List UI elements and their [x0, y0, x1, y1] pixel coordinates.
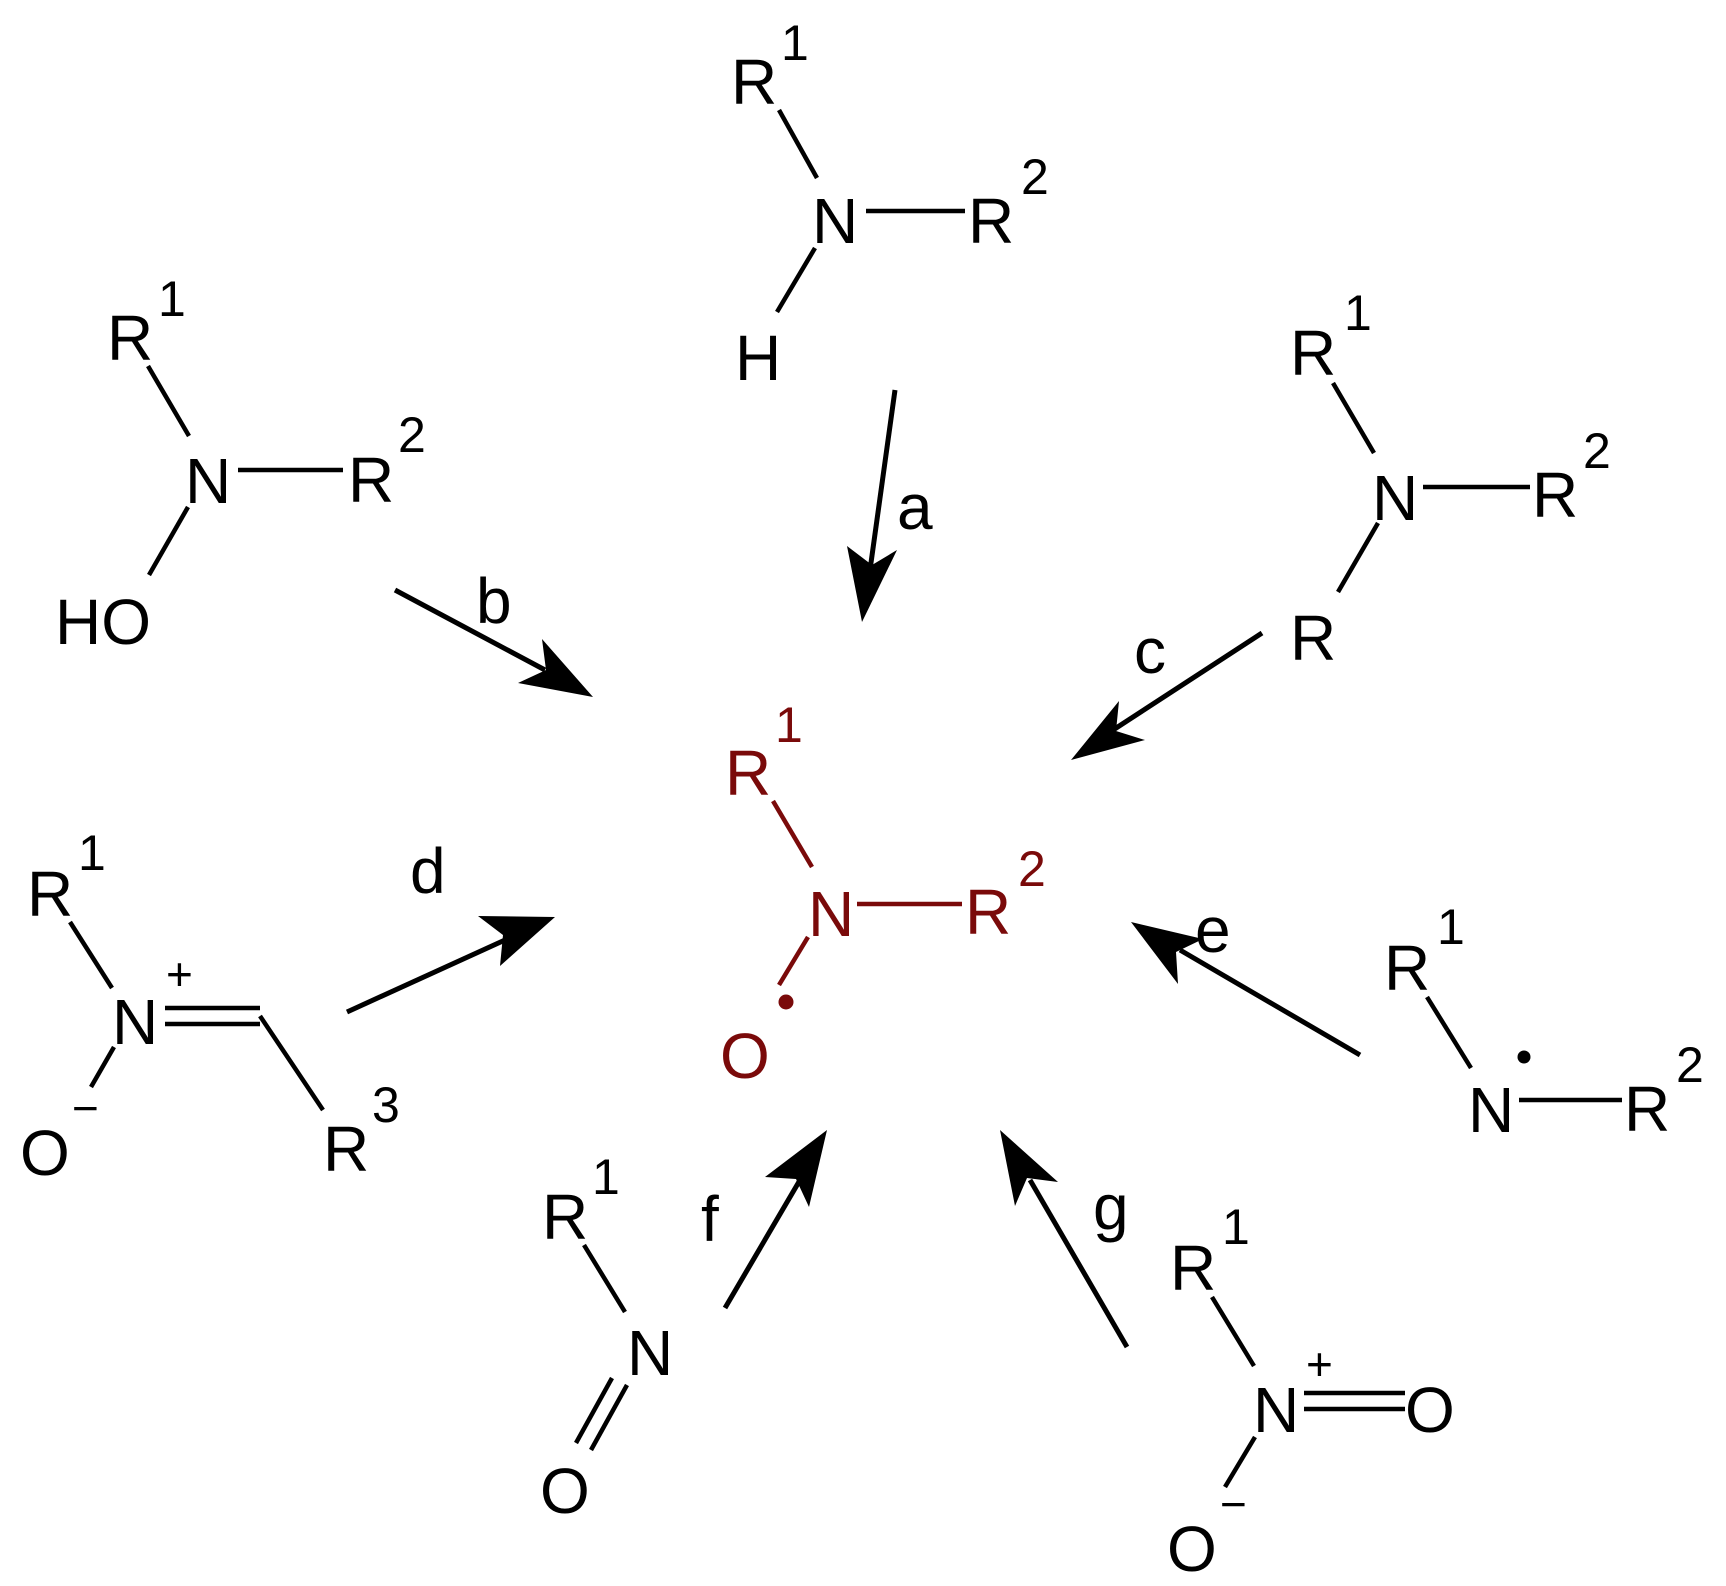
a-r1-superscript: 1 [781, 15, 809, 71]
a-r2-superscript: 2 [1021, 149, 1049, 205]
precursor-f-nitroso: R 1 N O [540, 1149, 673, 1527]
d-n-charge: + [166, 948, 193, 1000]
d-n: N [112, 986, 158, 1058]
d-r1: R [27, 858, 73, 930]
a-h: H [735, 322, 781, 394]
b-ho: HO [55, 586, 151, 658]
g-bond-n-o-single [1223, 1435, 1257, 1489]
arrow-b-shaft [393, 587, 547, 673]
g-n: N [1253, 1374, 1299, 1446]
arrow-f-shaft [722, 1178, 803, 1310]
arrow-c-shaft [1108, 630, 1264, 735]
arrow-a-shaft [867, 389, 898, 571]
f-bond-n-o-double-2 [589, 1383, 629, 1452]
e-r1-superscript: 1 [1437, 899, 1465, 955]
product-o: O [720, 1020, 770, 1092]
a-bond-n-h [775, 246, 817, 314]
g-r1: R [1170, 1232, 1216, 1304]
c-bond-n-r [1336, 521, 1380, 594]
a-r1: R [731, 46, 777, 118]
product-n: N [808, 878, 854, 950]
e-r2-superscript: 2 [1676, 1037, 1704, 1093]
precursor-g-nitro: R 1 N + O O − [1167, 1199, 1455, 1585]
b-n: N [185, 445, 231, 517]
product-bond-n-o [777, 935, 810, 987]
c-r2-superscript: 2 [1583, 423, 1611, 479]
b-bond-n-o [147, 505, 190, 577]
c-n: N [1372, 462, 1418, 534]
arrow-a-head [847, 546, 897, 622]
f-o: O [540, 1455, 590, 1527]
arrow-f-head [765, 1130, 827, 1207]
arrow-d-head [478, 916, 555, 966]
d-o-charge: − [72, 1082, 99, 1134]
g-o-double: O [1405, 1374, 1455, 1446]
arrow-g-label: g [1093, 1171, 1129, 1243]
d-r3: R [323, 1113, 369, 1185]
a-bond-r1-n [777, 108, 819, 180]
precursor-c-tertiary-amine: R 1 N R 2 R [1290, 285, 1611, 674]
f-r1-superscript: 1 [592, 1149, 620, 1205]
product-r2: R [965, 876, 1011, 948]
d-o: O [20, 1117, 70, 1189]
a-r2: R [968, 185, 1014, 257]
arrow-b-head [518, 639, 593, 697]
d-bond-r1-n [68, 920, 114, 990]
precursor-a-amine: R 1 N R 2 H [731, 15, 1049, 394]
e-r1: R [1384, 932, 1430, 1004]
precursor-e-aminyl-radical: R 1 N R 2 [1384, 899, 1704, 1146]
arrow-b-label: b [476, 565, 512, 637]
c-bond-r1-n [1331, 381, 1376, 455]
g-r1-superscript: 1 [1222, 1199, 1250, 1255]
a-n: N [812, 185, 858, 257]
b-r1: R [107, 302, 153, 374]
g-n-charge: + [1306, 1338, 1333, 1390]
arrow-c-label: c [1134, 615, 1166, 687]
g-bond-r1-n [1210, 1295, 1256, 1368]
arrow-g-head [1000, 1130, 1058, 1206]
arrow-e-label: e [1195, 894, 1231, 966]
arrow-e-shaft [1178, 947, 1362, 1058]
c-r2: R [1532, 459, 1578, 531]
product-nitroxide: R 1 N R 2 O [720, 697, 1046, 1092]
d-bond-n-o [89, 1045, 116, 1089]
c-r1-superscript: 1 [1344, 285, 1372, 341]
arrow-e-head [1131, 922, 1203, 984]
reaction-arrows: a b c d e f g [345, 389, 1362, 1349]
arrow-c-head [1071, 701, 1145, 760]
b-bond-r1-n [146, 364, 191, 438]
arrow-f-label: f [701, 1183, 719, 1255]
b-r2: R [348, 444, 394, 516]
e-r2: R [1624, 1073, 1670, 1145]
b-r2-superscript: 2 [398, 407, 426, 463]
c-r1: R [1290, 317, 1336, 389]
b-r1-superscript: 1 [158, 271, 186, 327]
precursor-d-nitrone: R 1 N + O − R 3 [20, 825, 400, 1189]
d-r3-superscript: 3 [372, 1077, 400, 1133]
d-bond-c-r3 [258, 1014, 325, 1112]
e-radical-dot [1517, 1050, 1531, 1064]
product-r1: R [725, 737, 771, 809]
precursor-b-hydroxylamine: R 1 N R 2 HO [55, 271, 426, 658]
c-r: R [1290, 602, 1336, 674]
arrow-a-label: a [897, 471, 933, 543]
arrow-d-shaft [345, 937, 507, 1015]
g-o-single: O [1167, 1513, 1217, 1585]
arrow-g-shaft [1027, 1178, 1130, 1349]
f-n: N [627, 1317, 673, 1389]
product-r1-superscript: 1 [775, 697, 803, 753]
f-bond-n-o-double-1 [574, 1376, 614, 1445]
f-r1: R [542, 1181, 588, 1253]
d-r1-superscript: 1 [78, 825, 106, 881]
product-r2-superscript: 2 [1018, 841, 1046, 897]
e-n: N [1468, 1074, 1514, 1146]
e-bond-r1-n [1425, 995, 1473, 1070]
product-radical-dot [778, 994, 794, 1010]
f-bond-r1-n [582, 1243, 627, 1314]
arrow-d-label: d [410, 835, 446, 907]
product-bond-r1-n [771, 799, 814, 869]
